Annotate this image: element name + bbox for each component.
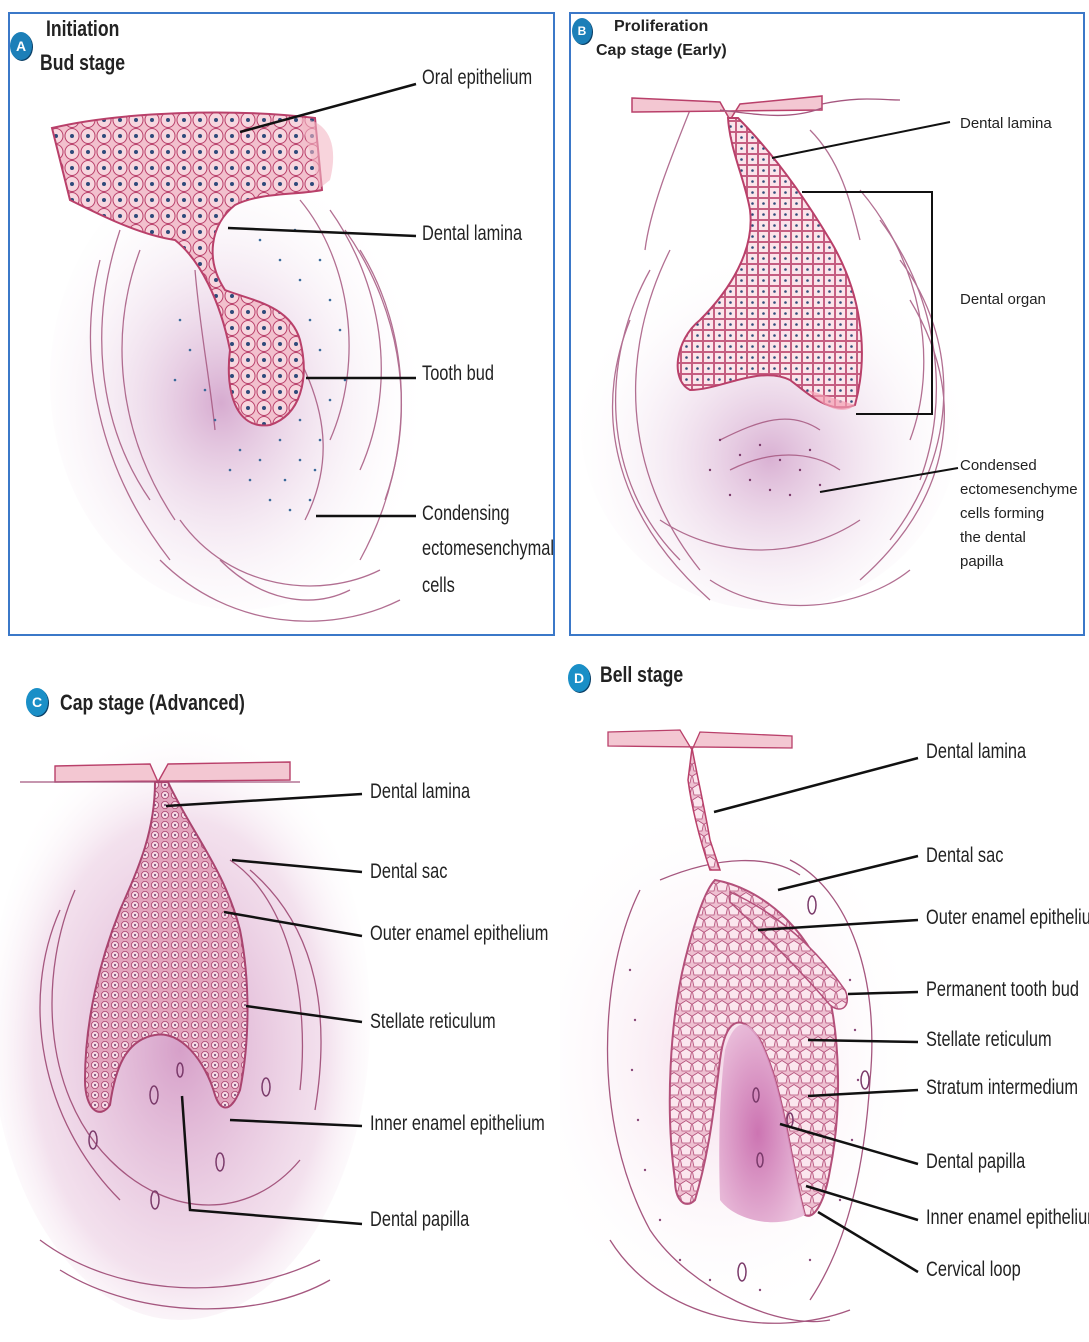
label-stellate-reticulum-c: Stellate reticulum xyxy=(370,1010,496,1033)
label-the-dental: the dental xyxy=(960,530,1026,547)
panel-c: C Cap stage (Advanced) Dental lamina Den… xyxy=(0,640,560,1342)
panel-a-title-line-1: Initiation xyxy=(46,16,119,42)
label-dental-lamina-d: Dental lamina xyxy=(926,740,1026,763)
advanced-cap-stage-illustration xyxy=(0,640,560,1342)
label-outer-enamel-epithelium-d: Outer enamel epithelium xyxy=(926,906,1089,929)
panel-a-badge: A xyxy=(10,32,32,60)
label-dental-lamina-a: Dental lamina xyxy=(422,222,522,245)
panel-a-title-line-2: Bud stage xyxy=(40,50,125,76)
label-cervical-loop: Cervical loop xyxy=(926,1258,1021,1281)
panel-d-title: Bell stage xyxy=(600,662,683,688)
label-condensing: Condensing xyxy=(422,502,509,525)
label-permanent-tooth-bud: Permanent tooth bud xyxy=(926,978,1079,1001)
panel-d-badge: D xyxy=(568,664,590,692)
panel-d: D Bell stage Dental lamina Dental sac Ou… xyxy=(560,640,1089,1342)
panel-b: B Proliferation Cap stage (Early) Dental… xyxy=(560,0,1089,640)
label-tooth-bud: Tooth bud xyxy=(422,362,494,385)
label-dental-sac-c: Dental sac xyxy=(370,860,447,883)
label-dental-sac-d: Dental sac xyxy=(926,844,1003,867)
label-stratum-intermedium: Stratum intermedium xyxy=(926,1076,1078,1099)
label-dental-lamina-b: Dental lamina xyxy=(960,116,1052,133)
label-dental-lamina-c: Dental lamina xyxy=(370,780,470,803)
panel-c-badge: C xyxy=(26,688,48,716)
panel-a: A Initiation Bud stage Oral epithelium D… xyxy=(0,0,560,640)
label-cells-forming: cells forming xyxy=(960,506,1044,523)
panel-b-title-line-2: Cap stage (Early) xyxy=(596,42,727,60)
panel-c-title: Cap stage (Advanced) xyxy=(60,690,245,716)
label-cells: cells xyxy=(422,574,455,597)
panel-b-badge: B xyxy=(572,18,592,44)
label-inner-enamel-epithelium-c: Inner enamel epithelium xyxy=(370,1112,545,1135)
label-condensed: Condensed xyxy=(960,458,1037,475)
label-ectomesenchymal: ectomesenchymal xyxy=(422,537,554,560)
label-inner-enamel-epithelium-d: Inner enamel epithelium xyxy=(926,1206,1089,1229)
label-dental-papilla-c: Dental papilla xyxy=(370,1208,469,1231)
label-papilla: papilla xyxy=(960,554,1003,571)
label-ectomesenchyme: ectomesenchyme xyxy=(960,482,1078,499)
label-dental-papilla-d: Dental papilla xyxy=(926,1150,1025,1173)
panel-b-title-line-1: Proliferation xyxy=(614,18,708,36)
label-oral-epithelium: Oral epithelium xyxy=(422,66,532,89)
label-stellate-reticulum-d: Stellate reticulum xyxy=(926,1028,1052,1051)
label-dental-organ: Dental organ xyxy=(960,292,1046,309)
label-outer-enamel-epithelium-c: Outer enamel epithelium xyxy=(370,922,548,945)
